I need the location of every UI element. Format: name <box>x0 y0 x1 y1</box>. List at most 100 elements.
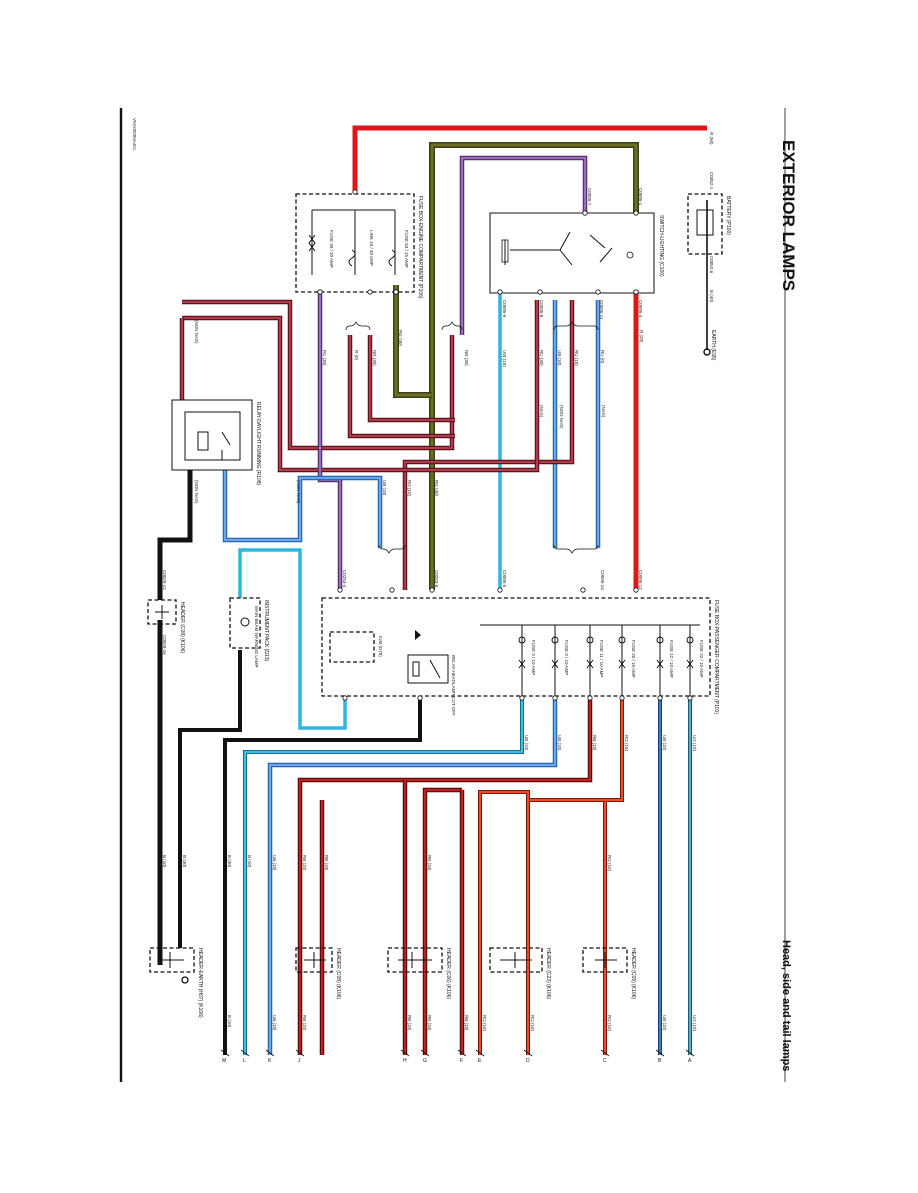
wl-fr-9: UB (10) <box>272 1015 277 1031</box>
terminal-ticks <box>220 1049 695 1057</box>
diode-icon <box>415 630 421 640</box>
conn-9: C0095-14 <box>600 570 605 590</box>
wire-ub-L <box>244 700 523 1055</box>
conn-7: C0095-9 <box>502 300 507 318</box>
header-c23: HEADER (C23) (K106) <box>489 947 551 999</box>
terminal-D: D <box>526 1058 530 1064</box>
instrument-label: INSTRUMENT PACK (D13) <box>263 600 269 662</box>
wl-r-0: UO (10) <box>692 735 697 752</box>
wire-cyan-instrument <box>238 548 347 730</box>
earth-left: EARTH (E95) <box>703 330 716 361</box>
wl-mid-6: RU (30) <box>539 350 544 366</box>
wl-top-5: NR (30) <box>464 350 469 366</box>
conn-0: C0095-1 <box>638 188 643 206</box>
ium-label: IUM (D78) <box>378 636 383 657</box>
wire-maroon-a <box>403 300 574 548</box>
wire-black-instrument <box>178 650 242 948</box>
terminal-M: M <box>222 1058 226 1064</box>
conn-3: C0052-6 <box>709 256 714 274</box>
wl-mid-2: RG (30) <box>434 480 439 497</box>
wl-note-3: (NON NAS) <box>296 480 301 504</box>
conn-10: C0095-5 <box>502 570 507 588</box>
switch-label: SWITCH-LIGHTING (C100) <box>658 215 664 277</box>
wl-r-9: B (30) <box>227 855 232 868</box>
wl-mid-4: RU (10) <box>574 350 579 366</box>
wl-top-2: PU (30) <box>322 350 327 366</box>
daylight-relay: RELAY-DAYLIGHT RUNNING (R108) <box>171 399 261 486</box>
wl-top-0: R (50) <box>709 132 714 145</box>
wire-ro-C-outer <box>603 700 624 1055</box>
wire-ro-E <box>479 791 529 1055</box>
wl-r-1: UB (10) <box>662 735 667 751</box>
battery-label: BATTERY (P100) <box>725 196 731 235</box>
wire-ro-D <box>527 799 605 1055</box>
passenger-fuse-label: FUSE BOX-PASSENGER COMPARTMENT (P101) <box>713 600 719 714</box>
wl-r-10: RB (10) <box>302 855 307 871</box>
header-c06: HEADER (C06) (K106) <box>387 947 451 999</box>
conn-13: C0029-12 <box>162 570 167 590</box>
wl-fr-1: UB (10) <box>662 1015 667 1031</box>
terminal-H: H <box>403 1058 407 1064</box>
instrument-pack: INSTRUMENT PACK (D13) MAIN BEAM WARNING … <box>229 597 269 668</box>
wl-mid-7: RO (10) <box>407 480 412 497</box>
conn-11: C0253-6 <box>434 570 439 588</box>
terminal-C: C <box>603 1058 607 1064</box>
wl-top-3: NR (30) <box>372 350 377 366</box>
wire-battery-feed <box>352 125 707 192</box>
wire-labels-right: UO (10) UB (10) RO (10) RO (10) RB (10) … <box>162 735 697 872</box>
wl-top-7: B (40) <box>709 290 714 303</box>
wl-fr-6: RB (10) <box>427 1015 432 1031</box>
wire-ub-K <box>268 700 557 1055</box>
wl-note-0: (NAS) <box>601 405 606 418</box>
terminal-E: E <box>478 1058 482 1064</box>
wl-mid-3: UW (10) <box>502 350 507 367</box>
page-title: EXTERIOR LAMPS <box>779 140 798 291</box>
terminal-F: F <box>460 1058 463 1064</box>
wire-olive <box>430 143 638 590</box>
battery: BATTERY (P100) <box>687 193 731 255</box>
header-c08: HEADER (C08) (K106) <box>147 599 185 653</box>
wl-mid-1: UB (10) <box>557 350 562 366</box>
header-earth-label: HEADER-EARTH (H07) (K106) <box>197 948 203 1018</box>
header-c09: HEADER (C09) (K106) <box>582 947 636 999</box>
earth-icon <box>703 348 711 356</box>
conn-4: C0095-4 <box>638 300 643 318</box>
wl-r-4: RB (10) <box>592 735 597 751</box>
pfuse-4: FUSE 11 / 10 AMP <box>599 640 604 677</box>
wl-r-7: B (10) <box>162 855 167 868</box>
wl-note-1: (NON NAS) <box>559 405 564 429</box>
wl-note-2: (NAS) <box>539 405 544 418</box>
connection-dots <box>317 189 693 701</box>
wire-maroon-d <box>368 335 455 422</box>
wl-fr-4: RO (10) <box>482 1015 487 1032</box>
wire-purple-outer <box>459 155 588 335</box>
wire-notes: (NAS) (NON NAS) (NAS) (NON NAS) (NON NAS… <box>194 320 606 504</box>
wire-blue-c-outer <box>222 470 383 548</box>
wl-mid-0: RU (0) <box>600 350 605 364</box>
wires <box>157 125 708 1055</box>
relay-label: RELAY-DAYLIGHT RUNNING (R108) <box>255 402 261 486</box>
wl-fr-7: RB (10) <box>407 1015 412 1031</box>
wl-top-1: R (20) <box>639 330 644 343</box>
conn-12: C0253-4 <box>342 570 347 588</box>
wl-r-14: B (10) <box>247 855 252 868</box>
wl-fr-2: RO (10) <box>607 1015 612 1032</box>
wl-r-13: UB (10) <box>524 735 529 751</box>
terminal-L: L <box>243 1058 246 1064</box>
wire-purple-b-outer <box>317 290 343 590</box>
terminal-G: G <box>423 1058 427 1064</box>
instrument-sub-label: MAIN BEAM WARNING LAMP <box>254 606 259 668</box>
conn-2: C0052-1 <box>709 172 714 190</box>
pfuse-6: FUSE 3 / 10 AMP <box>531 640 536 675</box>
wire-ro-D-outer <box>526 798 605 1055</box>
terminal-J: J <box>298 1058 301 1064</box>
wire-black-main <box>223 700 422 1055</box>
wire-maroon-e <box>348 335 455 438</box>
header-c08b: HEADER (C08) (K106) <box>295 947 341 999</box>
wire-labels-mid: RU (0) UB (10) RG (30) UW (10) RU (10) U… <box>382 350 605 497</box>
earth-label: EARTH (E95) <box>710 330 716 361</box>
doc-code: VM100080A451 <box>132 118 137 151</box>
wl-r-5: RB (10) <box>427 855 432 871</box>
terminal-A: A <box>688 1058 692 1064</box>
